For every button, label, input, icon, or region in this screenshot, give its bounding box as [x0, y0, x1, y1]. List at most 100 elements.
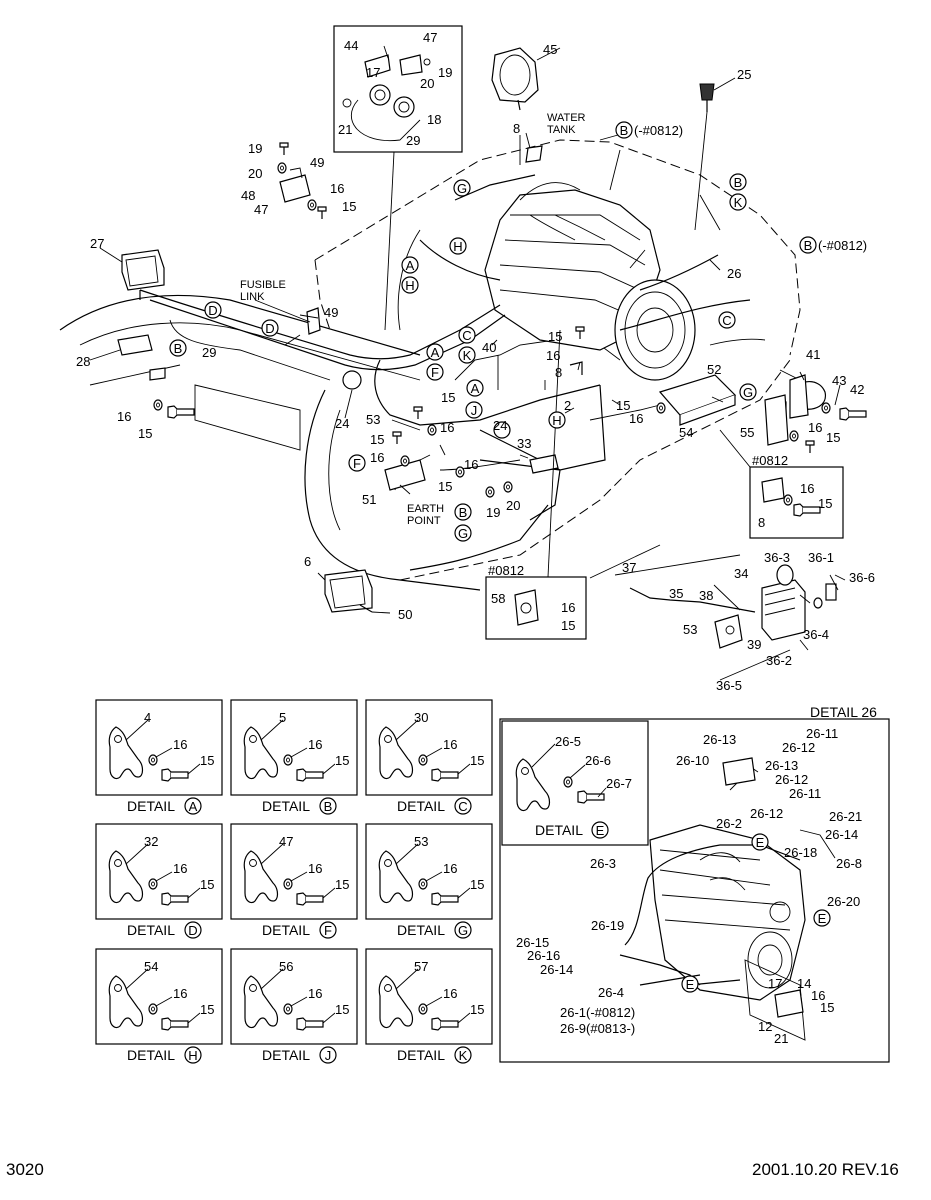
- main-labels: 44 47 19 17 20 21 18 29 45 25 WATER TANK…: [76, 30, 875, 693]
- svg-text:EARTH: EARTH: [407, 503, 444, 515]
- detail-washer-number: 16: [173, 861, 187, 876]
- svg-text:16: 16: [330, 181, 344, 196]
- svg-text:26-3: 26-3: [590, 856, 616, 871]
- detail-bolt-number: 15: [200, 753, 214, 768]
- svg-text:17: 17: [768, 976, 782, 991]
- machine-frame: [59, 135, 801, 591]
- inset-horn-box: [333, 25, 463, 331]
- component-part-36-1: [825, 583, 837, 601]
- svg-text:A: A: [471, 381, 480, 396]
- svg-text:16: 16: [808, 420, 822, 435]
- svg-text:F: F: [431, 365, 439, 380]
- svg-text:26-18: 26-18: [784, 845, 817, 860]
- detail-part-number: 5: [279, 710, 286, 725]
- callout-h-2: H: [548, 411, 566, 429]
- svg-text:8: 8: [555, 365, 562, 380]
- svg-text:D: D: [208, 303, 217, 318]
- svg-text:26-2: 26-2: [716, 816, 742, 831]
- svg-text:C: C: [462, 328, 471, 343]
- svg-text:26-6: 26-6: [585, 753, 611, 768]
- component-relay-52: [658, 374, 737, 426]
- detail26-engine: [649, 824, 806, 1041]
- detail-caption: DETAIL: [127, 798, 175, 814]
- detail-caption: DETAIL: [127, 1047, 175, 1063]
- svg-text:15: 15: [548, 329, 562, 344]
- detail-washer-number: 16: [443, 986, 457, 1001]
- svg-text:26-12: 26-12: [775, 772, 808, 787]
- callout-c-1: C: [458, 326, 476, 344]
- svg-text:16: 16: [464, 457, 478, 472]
- svg-text:17: 17: [366, 65, 380, 80]
- svg-text:28: 28: [76, 354, 90, 369]
- svg-text:26-11: 26-11: [789, 786, 821, 801]
- detail-bolt-number: 15: [335, 753, 349, 768]
- callout-k-1: K: [458, 346, 476, 364]
- page-number: 3020: [6, 1160, 44, 1179]
- svg-text:D: D: [265, 321, 274, 336]
- svg-text:55: 55: [740, 425, 754, 440]
- detail-letter: H: [188, 1048, 197, 1063]
- svg-text:8: 8: [758, 515, 765, 530]
- svg-text:47: 47: [254, 202, 268, 217]
- svg-text:36-2: 36-2: [766, 653, 792, 668]
- svg-text:16: 16: [800, 481, 814, 496]
- svg-text:#0812: #0812: [488, 563, 524, 578]
- detail-letter: D: [188, 923, 197, 938]
- svg-text:29: 29: [406, 133, 420, 148]
- inset-serial-box-1: [719, 429, 844, 539]
- svg-text:B: B: [459, 505, 468, 520]
- component-horn-45: [491, 47, 539, 111]
- svg-text:37: 37: [622, 560, 636, 575]
- detail-bolt-number: 15: [200, 877, 214, 892]
- detail-caption: DETAIL: [397, 922, 445, 938]
- component-lamp-6: [324, 569, 373, 613]
- detail-caption: DETAIL: [397, 1047, 445, 1063]
- svg-text:49: 49: [310, 155, 324, 170]
- detail-part-number: 57: [414, 959, 428, 974]
- svg-text:44: 44: [344, 38, 358, 53]
- svg-text:DETAIL: DETAIL: [535, 822, 583, 838]
- callout-a-3: A: [466, 379, 484, 397]
- detail-washer-number: 16: [173, 986, 187, 1001]
- svg-text:15: 15: [616, 398, 630, 413]
- callout-f-1: F: [426, 363, 444, 381]
- svg-text:B: B: [620, 123, 629, 138]
- callout-b-far: B: [799, 236, 817, 254]
- callout-h-1: H: [401, 276, 419, 294]
- svg-text:21: 21: [338, 122, 352, 137]
- component-fusible-link: [306, 307, 321, 335]
- detail26-labels: 26-13 26-11 26-12 26-10 26-13 26-12 26-1…: [516, 726, 862, 1046]
- detail-washer-number: 16: [308, 986, 322, 1001]
- svg-text:B: B: [804, 238, 813, 253]
- svg-text:B: B: [734, 175, 743, 190]
- component-sensor-25: [694, 83, 715, 231]
- svg-text:26-1(-#0812): 26-1(-#0812): [560, 1005, 635, 1020]
- svg-text:26-20: 26-20: [827, 894, 860, 909]
- svg-text:27: 27: [90, 236, 104, 251]
- svg-text:26-10: 26-10: [676, 753, 709, 768]
- detail-bolt-number: 15: [200, 1002, 214, 1017]
- component-bracket-48: [279, 167, 311, 203]
- svg-text:C: C: [722, 313, 731, 328]
- detail-bolt-number: 15: [335, 1002, 349, 1017]
- component-wire-37: [589, 544, 791, 681]
- svg-text:16: 16: [370, 450, 384, 465]
- svg-text:16: 16: [546, 348, 560, 363]
- svg-text:19: 19: [438, 65, 452, 80]
- svg-text:26-4: 26-4: [598, 985, 624, 1000]
- svg-text:36-1: 36-1: [808, 550, 834, 565]
- svg-text:49: 49: [324, 305, 338, 320]
- svg-text:50: 50: [398, 607, 412, 622]
- svg-text:53: 53: [366, 412, 380, 427]
- detail-part-number: 32: [144, 834, 158, 849]
- component-bracket-28: [117, 334, 166, 381]
- detail-part-number: 47: [279, 834, 293, 849]
- svg-text:16: 16: [811, 988, 825, 1003]
- callout-circles: B B K B G H A H D D B C K A F C A J H G …: [169, 121, 817, 542]
